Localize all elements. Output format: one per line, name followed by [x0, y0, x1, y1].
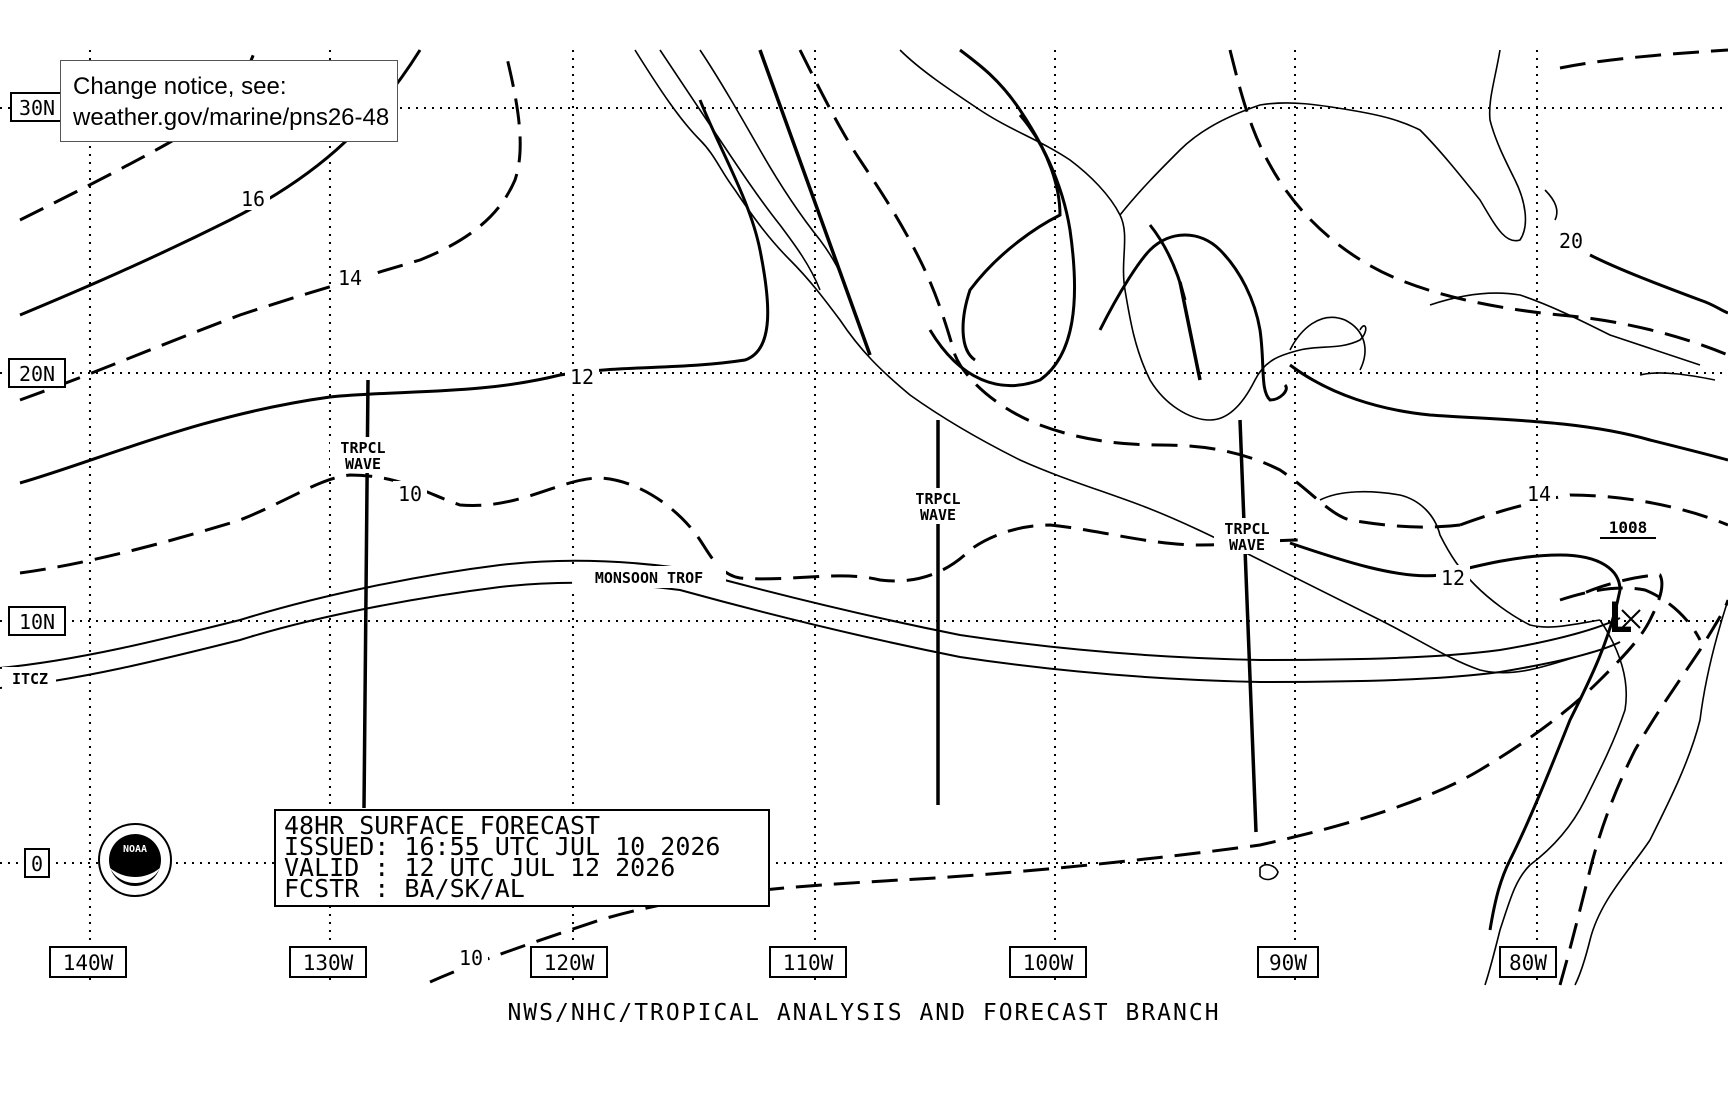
tropical-waves — [362, 49, 1258, 833]
coast-us-gulf — [1119, 49, 1527, 242]
coast-gulf-mexico — [899, 49, 1367, 421]
noaa-logo-text: NOAA — [123, 844, 147, 855]
isobar-12-coast — [961, 114, 1062, 362]
isobar-12-inner — [1098, 233, 1288, 402]
forecast-valid: VALID : 12 UTC JUL 12 2026 — [284, 853, 676, 882]
longitude-labels: 140W 130W 120W 110W 100W 90W 80W — [49, 946, 1557, 978]
isobar-dashed-16 — [19, 49, 257, 222]
isobar-12-east — [1289, 363, 1728, 462]
coast-central-america — [1319, 490, 1601, 628]
coastlines — [634, 49, 1728, 986]
coast-south-america — [1484, 619, 1628, 986]
isobar-dashed-10 — [19, 473, 1301, 583]
wave2-label-line1: TRPCL — [915, 490, 960, 508]
isobar-label-14-west: 14 — [338, 266, 362, 290]
forecast-info-box: 48HR SURFACE FORECAST ISSUED: 16:55 UTC … — [274, 809, 770, 907]
change-notice-line1: Change notice, see: — [73, 73, 287, 100]
lon-label-130w: 130W — [303, 951, 354, 975]
lon-label-120w: 120W — [544, 951, 595, 975]
lat-label-20n: 20N — [19, 362, 55, 386]
isobar-label-12-west: 12 — [570, 365, 594, 389]
latitude-labels: 30N 20N 10N 0 — [8, 92, 66, 878]
isobar-dashed-14-east — [1459, 493, 1728, 527]
coast-cuba — [1429, 292, 1701, 366]
wave1-label-line2: WAVE — [345, 455, 381, 473]
low-pressure-value: 1008 — [1609, 518, 1648, 537]
coast-south-america-east — [1574, 599, 1728, 986]
coast-florida-keys — [1544, 189, 1558, 221]
lat-label-0: 0 — [31, 852, 43, 876]
noaa-logo-icon: NOAA — [98, 823, 172, 897]
forecast-forecasters: FCSTR : BA/SK/AL — [284, 874, 525, 903]
isobar-dashed-12-low — [1559, 586, 1702, 641]
itcz-label: ITCZ — [12, 670, 48, 688]
isobars-dashed — [19, 48, 1728, 986]
wave2-label-line2: WAVE — [920, 506, 956, 524]
isobar-dashed-14 — [19, 49, 522, 402]
isobar-dashed-east-caribbean — [1559, 48, 1728, 70]
coast-west-mexico — [634, 49, 1601, 674]
lat-label-10n: 10N — [19, 610, 55, 634]
itcz-lower — [0, 581, 1621, 689]
isobar-12-center — [928, 48, 1077, 388]
x-mark-icon — [1621, 609, 1641, 629]
isobar-label-14-east: 14 — [1527, 482, 1551, 506]
forecast-title: 48HR SURFACE FORECAST — [284, 811, 601, 840]
monsoon-trough-label: MONSOON TROF — [595, 569, 703, 587]
wave1-label-line1: TRPCL — [340, 439, 385, 457]
lon-label-110w: 110W — [783, 951, 834, 975]
lon-label-90w: 90W — [1269, 951, 1307, 975]
forecast-issued: ISSUED: 16:55 UTC JUL 10 2026 — [284, 832, 721, 861]
isobar-dashed-14-center — [798, 49, 1461, 529]
change-notice-line2: weather.gov/marine/pns26-48 — [73, 104, 390, 131]
trough-gulf — [1178, 281, 1202, 381]
isobar-labels: 16 14 12 10 10 14 12 20 — [236, 186, 1588, 970]
isobar-dashed-gulf — [1228, 49, 1728, 357]
lon-label-100w: 100W — [1023, 951, 1074, 975]
lon-label-140w: 140W — [63, 951, 114, 975]
isobar-label-20: 20 — [1559, 229, 1583, 253]
lat-label-30n: 30N — [19, 96, 55, 120]
isobar-label-10-south: 10 — [459, 946, 483, 970]
coast-yucatan — [1289, 316, 1366, 371]
change-notice: Change notice, see: weather.gov/marine/p… — [60, 60, 398, 142]
isobar-label-10-west: 10 — [398, 482, 422, 506]
itcz-upper — [0, 559, 1621, 669]
trough-baja — [758, 49, 872, 356]
itcz-monsoon-trough — [0, 559, 1621, 689]
feature-labels: TRPCL WAVE TRPCL WAVE TRPCL WAVE MONSOON… — [2, 437, 1656, 689]
isobar-label-16: 16 — [241, 187, 265, 211]
wave3-label-line1: TRPCL — [1224, 520, 1269, 538]
coast-galapagos — [1259, 863, 1279, 881]
isobar-20 — [1589, 253, 1728, 315]
isobar-12-around-low — [1289, 541, 1622, 931]
isobar-label-12-east: 12 — [1441, 566, 1465, 590]
wave3-label-line2: WAVE — [1229, 536, 1265, 554]
tropical-wave-92w — [1238, 419, 1258, 833]
coast-baja-west — [659, 49, 821, 291]
lon-label-80w: 80W — [1509, 951, 1547, 975]
isobars-solid — [19, 48, 1728, 931]
coast-hispaniola — [1639, 372, 1716, 381]
branch-footer: NWS/NHC/TROPICAL ANALYSIS AND FORECAST B… — [507, 1000, 1221, 1026]
isobar-dashed-10-east — [1558, 599, 1728, 986]
isobar-12-west — [19, 99, 770, 485]
isobar-dashed-10-south — [429, 573, 1664, 984]
